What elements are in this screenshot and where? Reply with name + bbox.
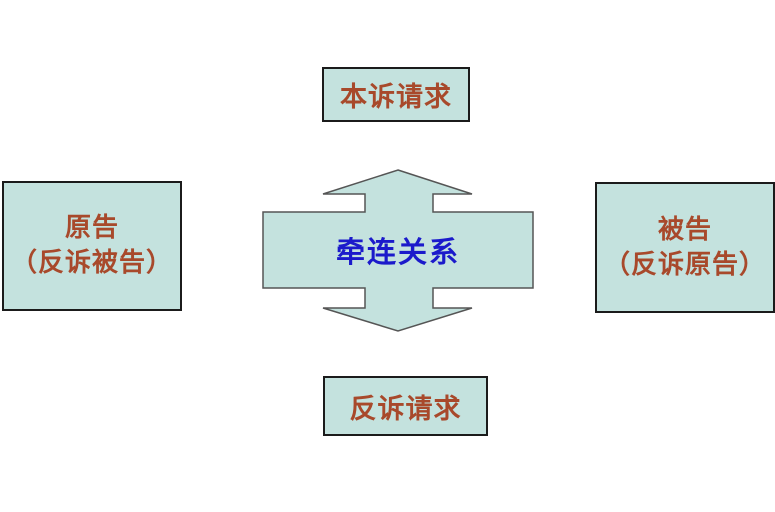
defendant-label-line2: （反诉原告） <box>603 249 766 280</box>
counterclaim-box: 反诉请求 <box>323 376 488 436</box>
original-claim-label: 本诉请求 <box>340 82 452 113</box>
up-down-arrow-polygon <box>262 169 534 332</box>
plaintiff-box: 原告 （反诉被告） <box>2 181 182 311</box>
center-relationship-label: 牵连关系 <box>335 235 460 269</box>
original-claim-box: 本诉请求 <box>322 67 470 122</box>
counterclaim-label: 反诉请求 <box>349 393 462 425</box>
plaintiff-label-line1: 原告 <box>64 213 119 243</box>
defendant-box: 被告 （反诉原告） <box>595 182 775 313</box>
plaintiff-label-line2: （反诉被告） <box>10 248 173 278</box>
defendant-label-line1: 被告 <box>657 214 712 245</box>
